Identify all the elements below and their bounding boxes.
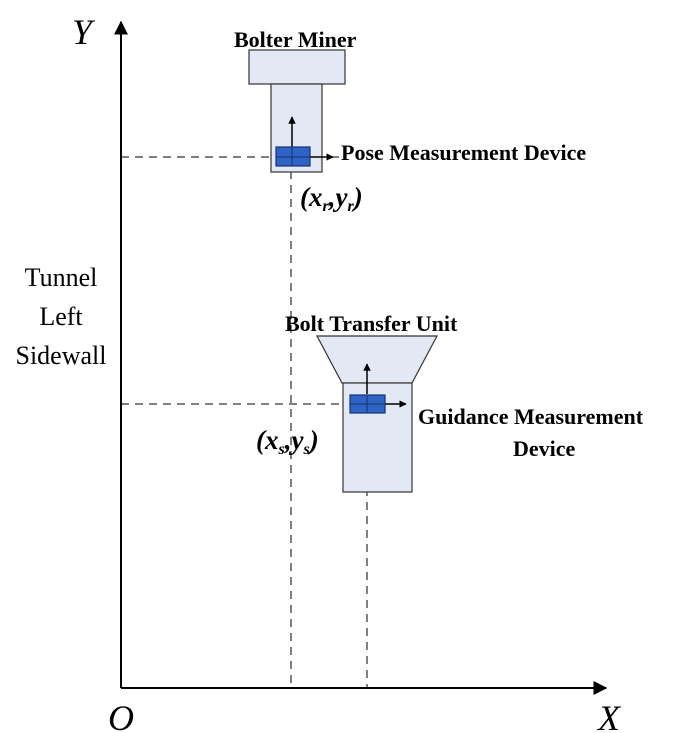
x-axis-label: X bbox=[598, 698, 620, 733]
tunnel-left-sidewall-label: Tunnel Left Sidewall bbox=[0, 258, 122, 375]
y-axis-label: Y bbox=[72, 12, 93, 52]
guidance-measurement-label-line1: Guidance Measurement bbox=[418, 404, 644, 429]
pose-measurement-device-label: Pose Measurement Device bbox=[341, 140, 587, 165]
bolt-transfer-unit-title: Bolt Transfer Unit bbox=[285, 311, 458, 336]
bolt-transfer-hopper bbox=[316, 335, 438, 384]
pose-measurement-sensor bbox=[275, 116, 334, 167]
sidewall-line-3: Sidewall bbox=[15, 341, 107, 370]
origin-label: O bbox=[108, 698, 134, 733]
sidewall-line-1: Tunnel bbox=[24, 263, 98, 292]
sidewall-line-2: Left bbox=[39, 302, 83, 331]
bolter-miner-head bbox=[248, 49, 346, 85]
guidance-measurement-sensor bbox=[349, 363, 407, 414]
guidance-measurement-label-line2: Device bbox=[513, 436, 576, 461]
bolter-miner-title: Bolter Miner bbox=[234, 27, 357, 52]
coord-label-xr-yr: (xr,yr) bbox=[300, 182, 363, 215]
coord-label-xs-ys: (xs,ys) bbox=[256, 425, 319, 458]
